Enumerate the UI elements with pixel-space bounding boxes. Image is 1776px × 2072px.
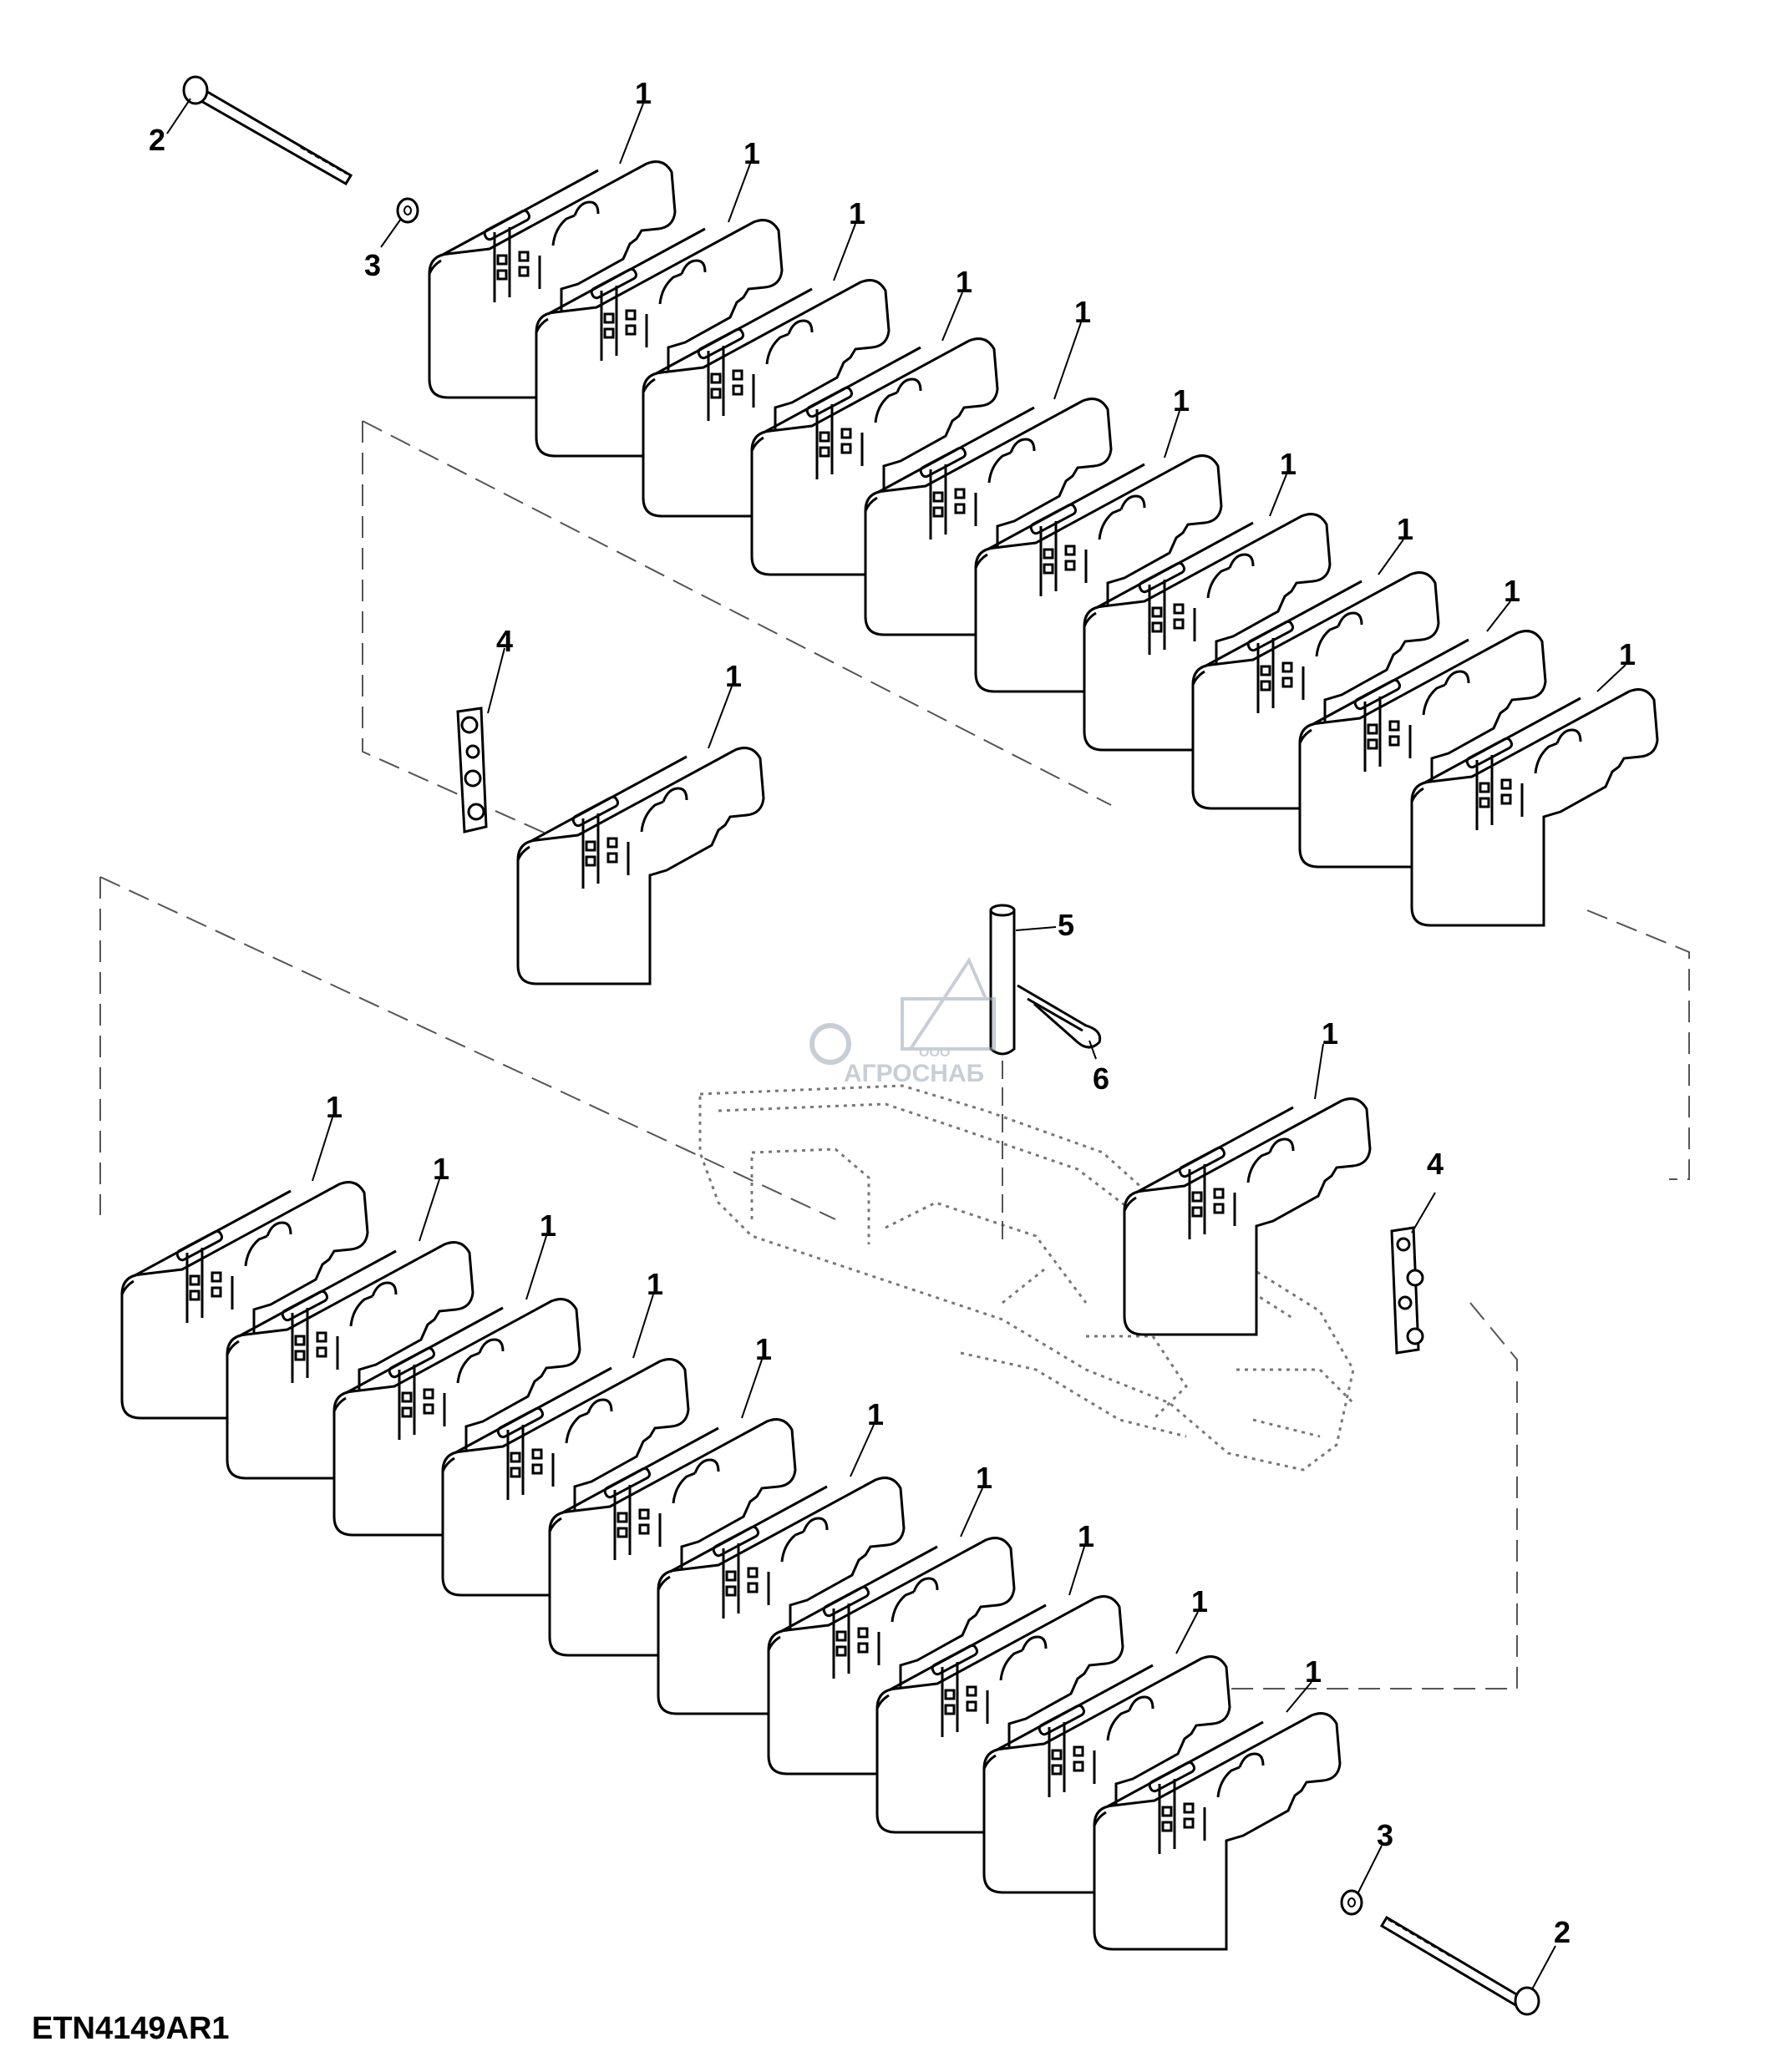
callout-1: 1 (725, 659, 742, 693)
suitcase-weight-single-right (1123, 1097, 1372, 1336)
callout-1: 1 (1074, 295, 1091, 329)
strap-icon (1390, 1226, 1424, 1355)
callout-1: 1 (1078, 1519, 1094, 1553)
callout-2: 2 (1554, 1915, 1570, 1949)
callout-2: 2 (149, 123, 165, 157)
pin-icon (989, 904, 1016, 1056)
callout-6: 6 (1093, 1061, 1109, 1096)
callout-1: 1 (755, 1332, 772, 1366)
callout-4: 4 (1427, 1147, 1444, 1181)
callout-leaders (166, 98, 1626, 1990)
callout-1: 1 (326, 1090, 343, 1124)
callout-1: 1 (1504, 574, 1520, 608)
callout-3: 3 (1377, 1818, 1393, 1852)
clip-icon (1017, 984, 1102, 1049)
callout-1: 1 (1173, 383, 1190, 418)
dashed-projection-frame-upper (362, 420, 1690, 1180)
callout-4: 4 (496, 624, 513, 658)
bolt-icon (182, 75, 353, 186)
callout-1: 1 (433, 1152, 449, 1186)
callout-1: 1 (1280, 447, 1296, 481)
callout-labels: 1 1 1 1 1 1 1 1 1 1 1 2 3 4 5 6 1 4 1 1 … (149, 76, 1636, 1949)
dashed-projection-frame-lower (99, 876, 1518, 1690)
callout-1: 1 (1191, 1584, 1208, 1619)
watermark-name-text: АГРОСНАБ (844, 1060, 984, 1087)
strap-icon (456, 707, 488, 833)
callout-1: 1 (635, 76, 652, 110)
callout-1: 1 (849, 196, 865, 231)
callout-1: 1 (647, 1267, 663, 1301)
callout-1: 1 (956, 265, 972, 299)
suitcase-weight-single-left (516, 747, 765, 985)
figure-id-label: ETN4149AR1 (32, 2011, 230, 2046)
upper-weight-stack (428, 160, 1659, 927)
bolt-icon (1379, 1915, 1540, 2016)
callout-1: 1 (1305, 1654, 1322, 1689)
callout-1: 1 (976, 1461, 992, 1495)
watermark-small-text: ООО (919, 1046, 950, 1060)
callout-1: 1 (867, 1397, 884, 1431)
watermark-logo: ООО АГРОСНАБ (809, 956, 996, 1087)
callout-1: 1 (743, 136, 760, 170)
callout-3: 3 (364, 248, 381, 282)
callout-1: 1 (1397, 512, 1413, 546)
callout-1: 1 (540, 1208, 556, 1243)
callout-5: 5 (1058, 908, 1074, 942)
callout-1: 1 (1322, 1016, 1338, 1051)
callout-1: 1 (1619, 637, 1636, 671)
